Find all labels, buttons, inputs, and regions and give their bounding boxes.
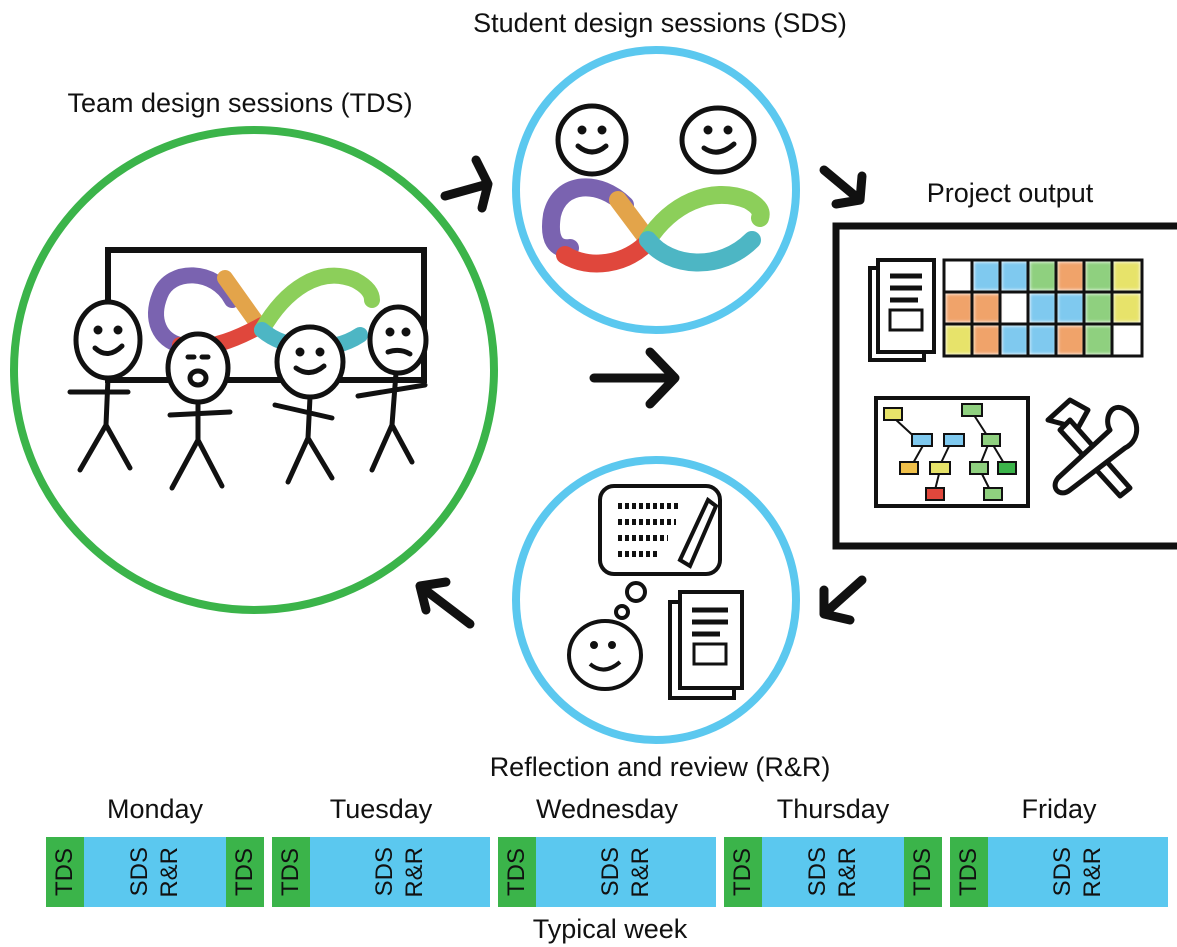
arrow-tds-to-output: [589, 347, 680, 409]
week-title: Typical week: [532, 914, 688, 944]
segment-label: SDS: [371, 847, 398, 897]
flowchart-icon: [874, 396, 1030, 508]
thought-face-icon: [567, 581, 647, 691]
arrow-output-to-rr: [819, 575, 867, 625]
segment-tds: TDS: [904, 837, 942, 907]
document-icon: [868, 258, 936, 362]
segment-label: SDS: [597, 847, 624, 897]
day-name-wednesday: Wednesday: [535, 794, 679, 824]
infinity-loop-icon: [148, 267, 380, 356]
arrow-rr-to-tds: [415, 577, 475, 629]
segment-label: R&R: [156, 846, 183, 898]
stick-people-icon: [67, 299, 429, 491]
segment-label: SDS: [1049, 847, 1076, 897]
tools-icon: [1045, 397, 1140, 499]
notepad-icon: [598, 484, 722, 576]
segment-tds: TDS: [226, 837, 264, 907]
segment-label: R&R: [1079, 846, 1106, 898]
kanban-grid-lines: [942, 258, 1144, 358]
rr-circle: [512, 456, 800, 744]
sds-infinity-icon: [542, 178, 770, 273]
workflow-diagram: [10, 46, 1177, 744]
segment-label: TDS: [729, 848, 756, 896]
segment-label: SDS: [804, 847, 831, 897]
arrow-sds-to-output: [819, 165, 867, 209]
arrow-tds-to-sds: [440, 155, 493, 213]
segment-tds: TDS: [498, 837, 536, 907]
segment-label: TDS: [277, 848, 304, 896]
segment-label: TDS: [51, 848, 78, 896]
day-name-monday: Monday: [106, 794, 204, 824]
segment-tds: TDS: [46, 837, 84, 907]
sds-circle: [512, 46, 800, 334]
day-name-friday: Friday: [1021, 794, 1097, 824]
segment-label: TDS: [955, 848, 982, 896]
segment-tds: TDS: [950, 837, 988, 907]
faces-icon: [555, 103, 757, 177]
kanban-grid-icon: [946, 262, 1140, 354]
tds-circle: [10, 126, 498, 614]
day-name-thursday: Thursday: [776, 794, 890, 824]
segment-label: TDS: [503, 848, 530, 896]
rr-title: Reflection and review (R&R): [489, 752, 831, 782]
segment-label: TDS: [231, 848, 258, 896]
report-icon: [668, 590, 744, 700]
sds-title: Student design sessions (SDS): [473, 8, 847, 38]
segment-label: R&R: [627, 846, 654, 898]
output-title: Project output: [926, 178, 1094, 208]
segment-label: R&R: [834, 846, 861, 898]
segment-tds: TDS: [724, 837, 762, 907]
segment-label: TDS: [909, 848, 936, 896]
output-box: [832, 222, 1177, 550]
segment-tds: TDS: [272, 837, 310, 907]
segment-label: SDS: [126, 847, 153, 897]
segment-label: R&R: [401, 846, 428, 898]
day-name-tuesday: Tuesday: [329, 794, 433, 824]
tds-title: Team design sessions (TDS): [67, 88, 413, 118]
